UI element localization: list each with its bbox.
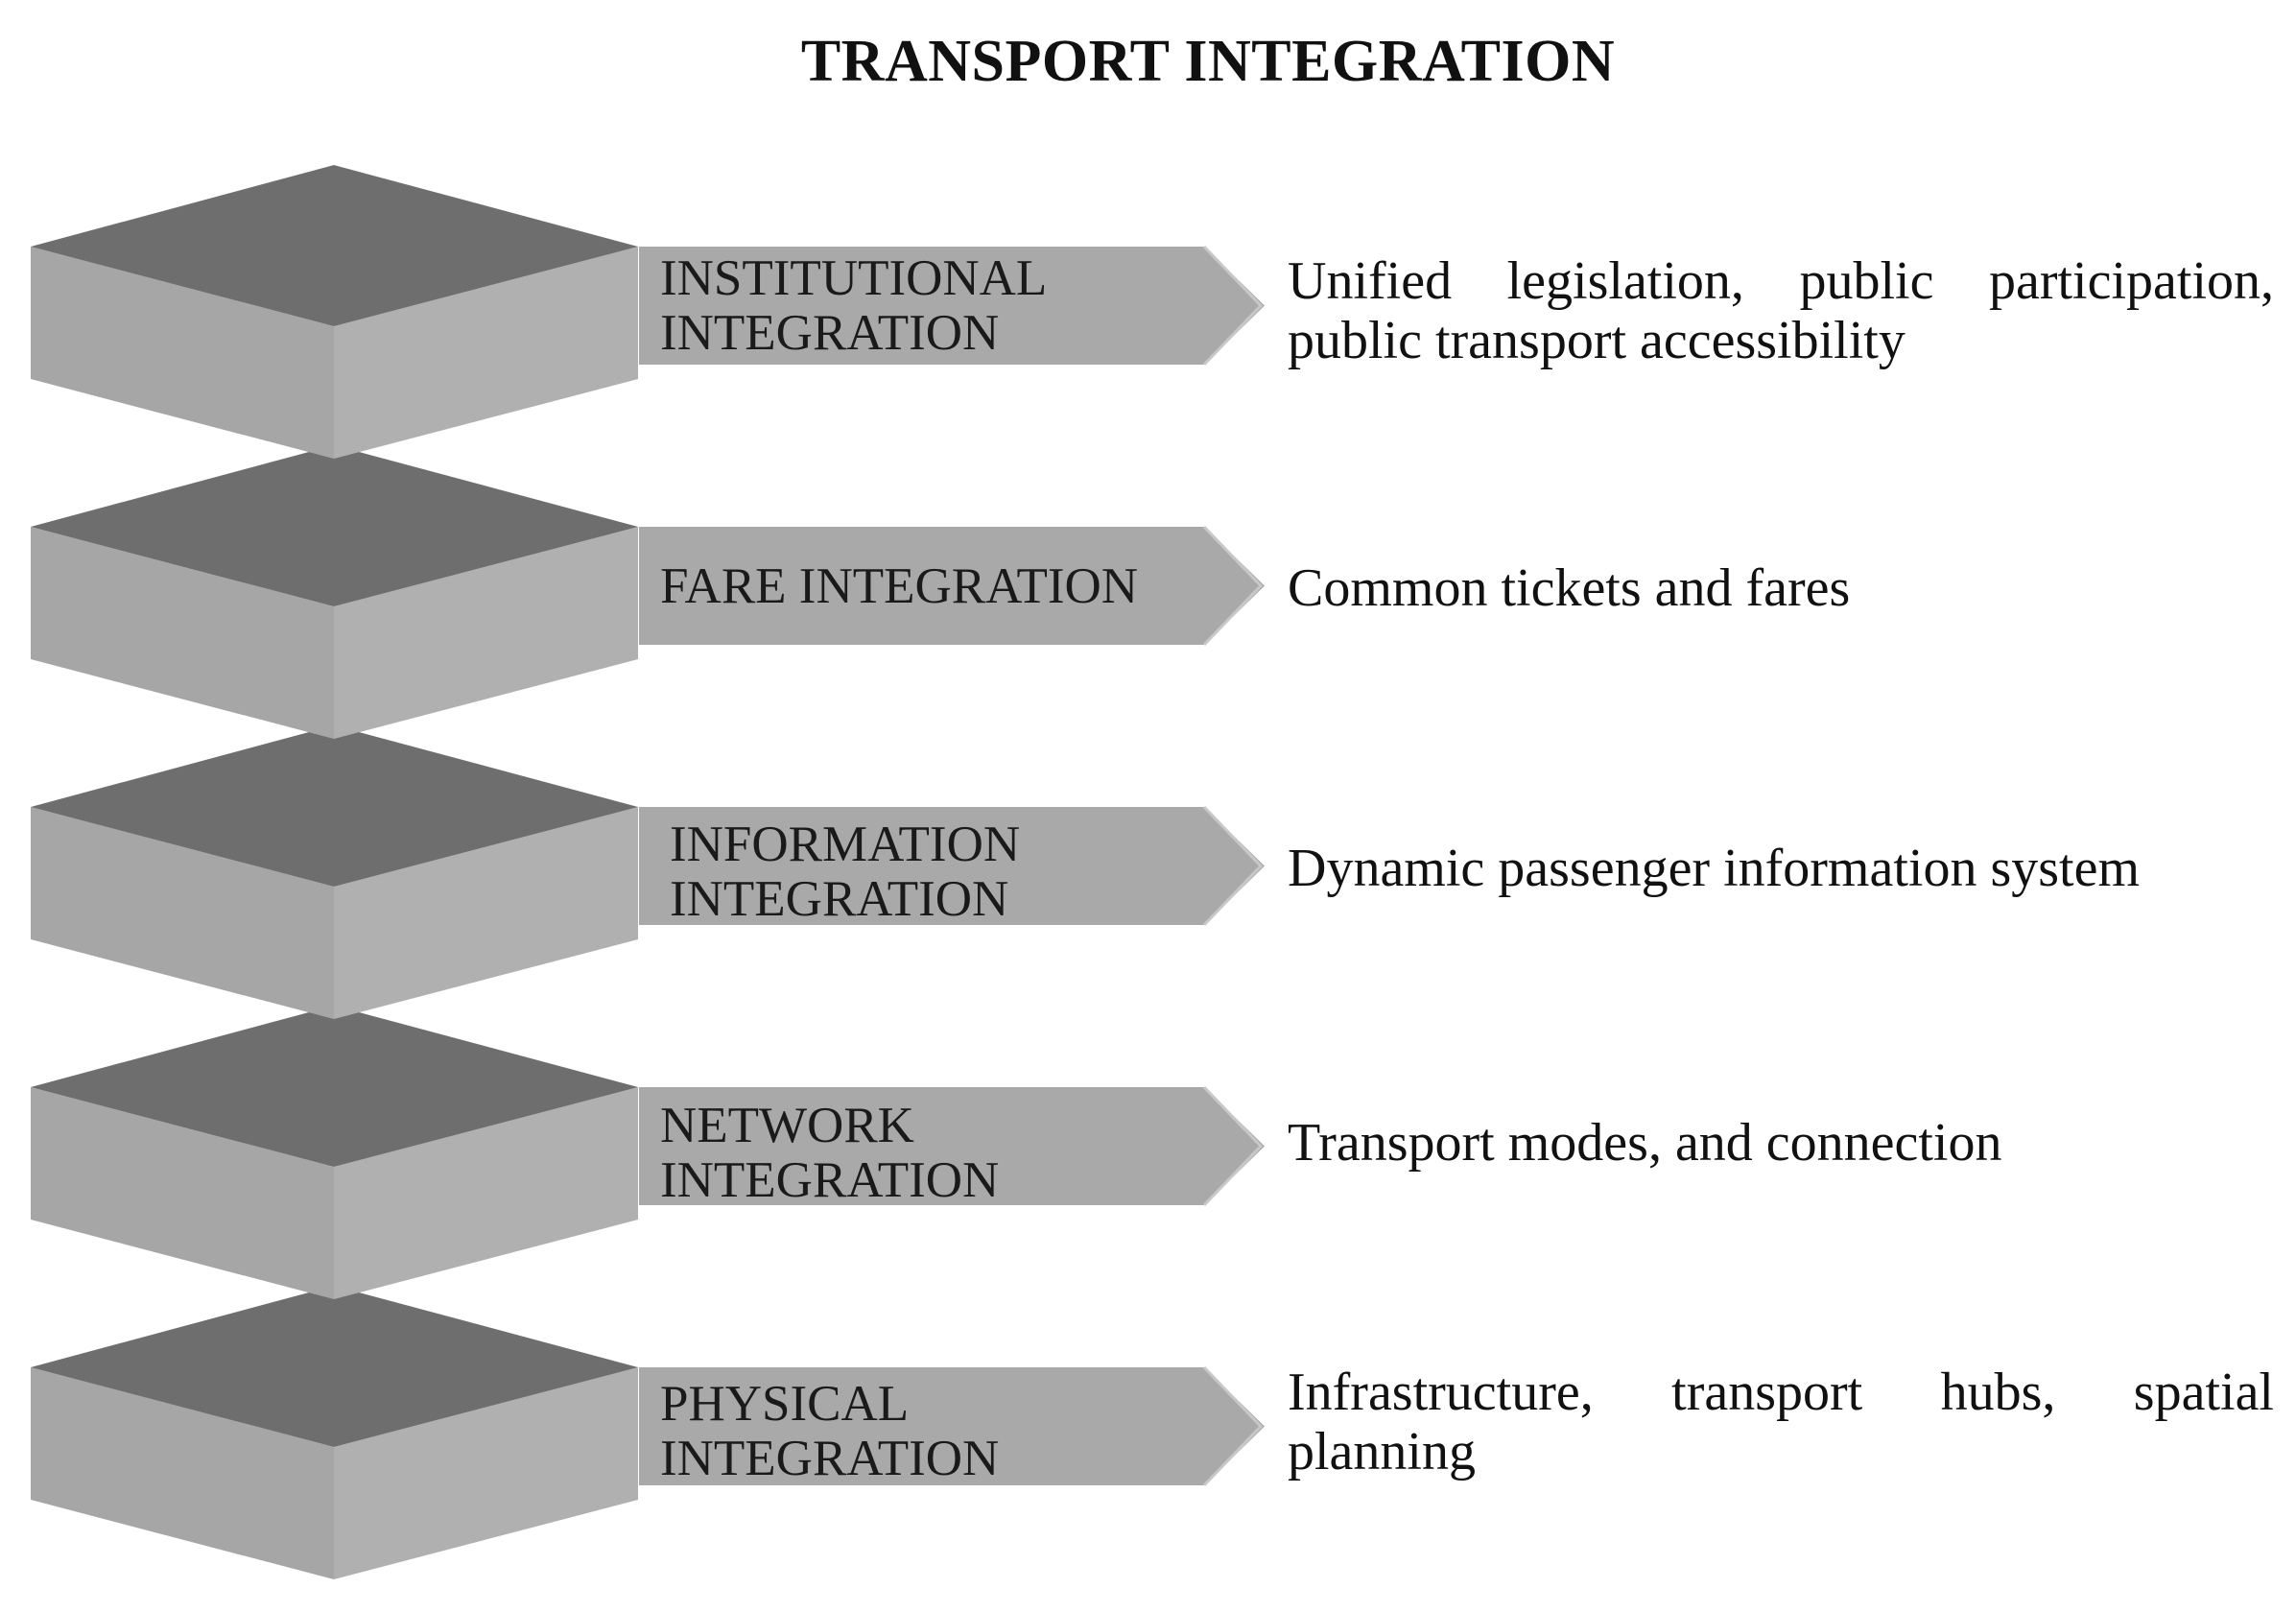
arrow-chevron-edge xyxy=(1202,1085,1264,1207)
arrow-chevron-edge xyxy=(1202,525,1264,647)
block-top-face xyxy=(31,165,638,326)
arrow-banner xyxy=(639,807,1265,925)
layer-block xyxy=(31,1286,1265,1579)
layer-label: INSTITUTIONAL INTEGRATION xyxy=(660,251,1047,361)
block-left-face xyxy=(31,1087,334,1299)
block-right-face xyxy=(334,1087,638,1299)
layer-block xyxy=(31,445,1265,739)
arrow-banner xyxy=(639,1367,1265,1485)
block-left-face xyxy=(31,527,334,739)
layer-label-line: INTEGRATION xyxy=(660,305,1000,361)
block-left-face xyxy=(31,807,334,1019)
block-top-face xyxy=(31,1006,638,1167)
block-right-face xyxy=(334,1367,638,1579)
layer-description: Dynamic passenger information system xyxy=(1288,839,2141,898)
block-top-face xyxy=(31,445,638,606)
layer-description: Unified legislation, public participatio… xyxy=(1288,251,2274,370)
arrow-chevron-edge xyxy=(1202,1365,1264,1487)
layer-label-line: FARE INTEGRATION xyxy=(660,558,1139,614)
layer-description: Transport modes, and connection xyxy=(1288,1113,2002,1173)
block-left-face xyxy=(31,1367,334,1579)
layer-label: INFORMATION INTEGRATION xyxy=(670,818,1020,927)
layer-label-line: INTEGRATION xyxy=(660,1431,1000,1486)
layer-label-line: PHYSICAL xyxy=(660,1376,910,1432)
layer-label-line: INTEGRATION xyxy=(660,1152,1000,1208)
block-right-face xyxy=(334,527,638,739)
layer-label: FARE INTEGRATION xyxy=(660,559,1138,614)
arrow-chevron-edge xyxy=(1202,805,1264,927)
layer-label-line: NETWORK xyxy=(660,1098,914,1153)
layer-block xyxy=(31,165,1265,459)
block-right-face xyxy=(334,247,638,459)
block-top-face xyxy=(31,725,638,887)
layer-description: Infrastructure, transport hubs, spatial … xyxy=(1288,1363,2274,1482)
layer-label-line: INTEGRATION xyxy=(670,871,1009,927)
layer-description: Common tickets and fares xyxy=(1288,558,1851,618)
arrow-banner xyxy=(639,527,1265,645)
layer-block xyxy=(31,725,1265,1019)
layer-label: PHYSICAL INTEGRATION xyxy=(660,1377,999,1486)
layer-label: NETWORK INTEGRATION xyxy=(660,1099,999,1208)
diagram-title: TRANSPORT INTEGRATION xyxy=(800,29,1616,94)
arrow-chevron-edge xyxy=(1202,245,1264,367)
block-left-face xyxy=(31,247,334,459)
arrow-banner xyxy=(639,1087,1265,1205)
layer-block xyxy=(31,1006,1265,1299)
block-top-face xyxy=(31,1286,638,1447)
layer-label-line: INFORMATION xyxy=(670,817,1021,872)
arrow-banner xyxy=(639,247,1265,365)
layer-label-line: INSTITUTIONAL xyxy=(660,250,1048,306)
block-right-face xyxy=(334,807,638,1019)
